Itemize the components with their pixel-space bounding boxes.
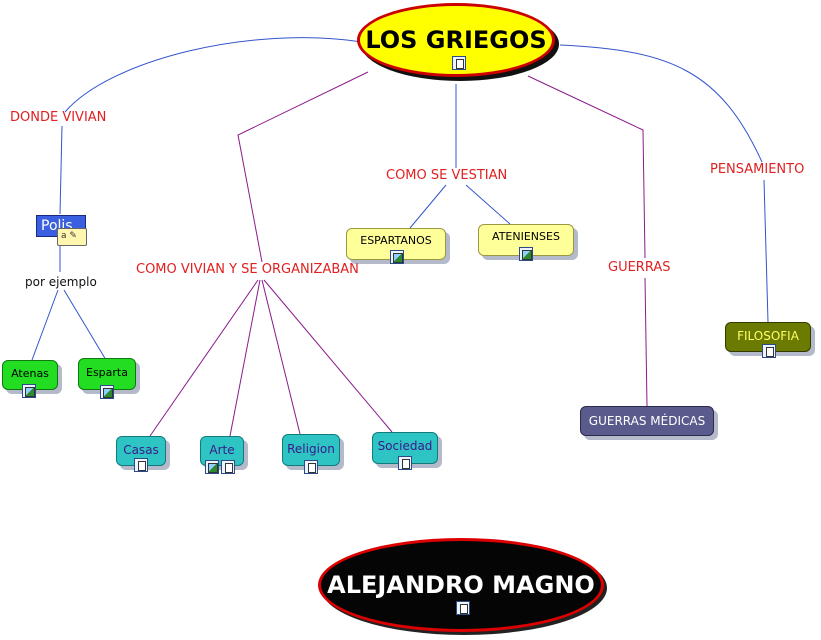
image-icon[interactable] bbox=[519, 247, 533, 261]
link-cv-casas bbox=[149, 279, 259, 437]
phrase-como-vivian: COMO VIVIAN Y SE ORGANIZABAN bbox=[136, 262, 359, 277]
link-root-guerras bbox=[527, 75, 646, 259]
link-cv-arte bbox=[229, 279, 261, 437]
atenas-label: Atenas bbox=[11, 367, 49, 380]
link-vestian-espartanos bbox=[409, 184, 447, 229]
phrase-como-vestian: COMO SE VESTIAN bbox=[386, 168, 508, 183]
alejandro-magno-node[interactable]: ALEJANDRO MAGNO bbox=[318, 538, 604, 632]
sociedad-label: Sociedad bbox=[377, 439, 433, 453]
atenienses-label: ATENIENSES bbox=[492, 230, 560, 243]
link-porejemplo-atenas bbox=[31, 289, 59, 361]
document-icon[interactable] bbox=[304, 460, 318, 474]
phrase-por-ejemplo: por ejemplo bbox=[25, 275, 97, 289]
document-icon[interactable] bbox=[134, 458, 148, 472]
esparta-node[interactable]: Esparta bbox=[78, 358, 136, 390]
guerras-medicas-node[interactable]: GUERRAS MÉDICAS bbox=[580, 406, 714, 436]
guerras-medicas-label: GUERRAS MÉDICAS bbox=[588, 414, 706, 428]
document-icon[interactable] bbox=[221, 460, 235, 474]
phrase-guerras: GUERRAS bbox=[608, 260, 671, 275]
root-concept-node[interactable]: LOS GRIEGOS bbox=[357, 3, 555, 77]
link-root-pensamiento bbox=[559, 44, 763, 163]
arte-label: Arte bbox=[209, 443, 235, 457]
link-porejemplo-esparta bbox=[63, 289, 107, 361]
arte-node[interactable]: Arte bbox=[200, 436, 244, 466]
document-icon[interactable] bbox=[398, 456, 412, 470]
link-root-donde bbox=[64, 37, 363, 113]
link-root-comovivian bbox=[237, 71, 369, 263]
filosofia-label: FILOSOFIA bbox=[737, 329, 799, 343]
phrase-pensamiento: PENSAMIENTO bbox=[710, 162, 805, 177]
document-icon[interactable] bbox=[762, 344, 776, 358]
link-vestian-atenienses bbox=[465, 184, 511, 225]
image-icon[interactable] bbox=[100, 385, 114, 399]
link-cv-sociedad bbox=[263, 279, 393, 433]
religion-label: Religion bbox=[287, 442, 335, 456]
root-concept-label: LOS GRIEGOS bbox=[365, 26, 547, 54]
esparta-label: Esparta bbox=[86, 366, 128, 379]
alejandro-magno-label: ALEJANDRO MAGNO bbox=[327, 571, 595, 599]
espartanos-label: ESPARTANOS bbox=[360, 234, 432, 247]
image-icon[interactable] bbox=[390, 250, 404, 264]
notes-icon[interactable]: a ✎ bbox=[57, 228, 87, 246]
image-icon[interactable] bbox=[205, 460, 219, 474]
link-guerras-medicas bbox=[644, 277, 648, 407]
image-icon[interactable] bbox=[22, 384, 36, 398]
casas-label: Casas bbox=[123, 443, 159, 457]
link-pensamiento-filosofia bbox=[763, 179, 769, 323]
link-cv-religion bbox=[261, 279, 301, 435]
link-donde-polis bbox=[59, 125, 63, 215]
phrase-donde-vivian: DONDE VIVIAN bbox=[10, 110, 107, 125]
document-icon[interactable] bbox=[452, 56, 466, 70]
document-icon[interactable] bbox=[456, 601, 470, 615]
